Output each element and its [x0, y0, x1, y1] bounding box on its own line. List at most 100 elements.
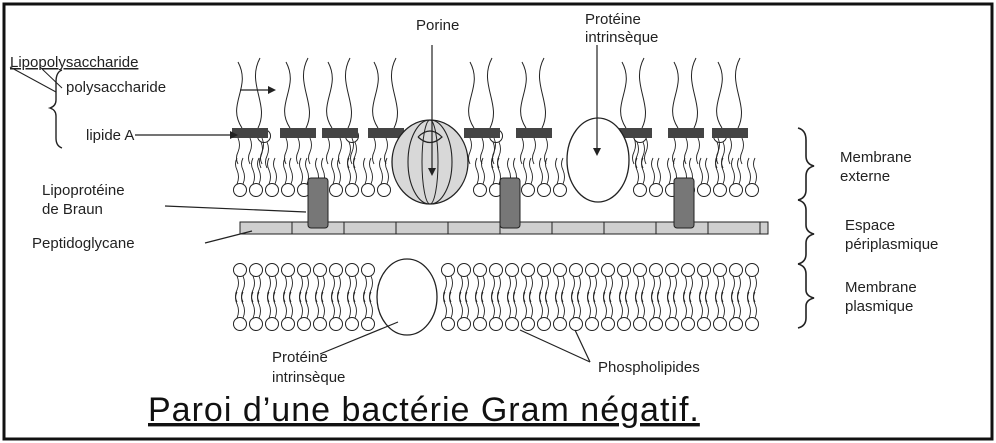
- phospholipid-tail: [636, 292, 639, 318]
- phospholipid-tail: [348, 292, 351, 318]
- phospholipid-head: [474, 184, 487, 197]
- phospholipid-tail: [658, 158, 661, 184]
- phospholipid-tail: [476, 158, 479, 184]
- phospholipid-head: [570, 318, 583, 331]
- polysaccharide-chain: [691, 58, 697, 128]
- phospholipid-head: [346, 184, 359, 197]
- phospholipid-tail: [364, 158, 367, 184]
- phospholipid-head: [314, 318, 327, 331]
- phospholipid-tail: [524, 292, 527, 318]
- phospholipid-head: [298, 264, 311, 277]
- label-lipopolysaccharide: Lipopolysaccharide: [10, 54, 138, 71]
- phospholipid-head: [282, 264, 295, 277]
- phospholipid-head: [730, 264, 743, 277]
- phospholipid-tail: [274, 292, 277, 318]
- phospholipid-tail: [492, 292, 495, 318]
- phospholipid-tail: [748, 292, 751, 318]
- phospholipid-tail: [370, 158, 373, 184]
- phospholipid-tail: [236, 292, 239, 318]
- phospholipid-head: [266, 184, 279, 197]
- phospholipid-tail: [258, 158, 261, 184]
- phospholipid-tail: [684, 292, 687, 318]
- porine-protein: [392, 120, 468, 204]
- phospholipid-head: [698, 264, 711, 277]
- phospholipid-tail: [524, 158, 527, 184]
- label-proteine-top-line2: intrinsèque: [585, 29, 658, 46]
- phospholipid-head: [538, 184, 551, 197]
- polysaccharide-chain: [521, 62, 527, 128]
- phospholipid-tail: [268, 158, 271, 184]
- label-phospholipides: Phospholipides: [598, 359, 700, 376]
- phospholipid-head: [458, 264, 471, 277]
- lipid-a-block: [712, 128, 748, 138]
- lipid-a-tail: [327, 138, 330, 164]
- brace-membrane-plasmique: [798, 264, 814, 328]
- lipoprotein-braun: [500, 178, 520, 228]
- phospholipid-tail: [604, 292, 607, 318]
- phospholipid-head: [602, 318, 615, 331]
- phospholipid-head: [250, 184, 263, 197]
- lipid-a-tail: [309, 138, 312, 164]
- lipid-a-tail: [729, 138, 732, 164]
- phospholipid-tail: [642, 292, 645, 318]
- lipid-a-tail: [521, 138, 524, 164]
- phospholipid-head: [666, 264, 679, 277]
- phospholipid-tail: [578, 292, 581, 318]
- phospholipid-head: [522, 264, 535, 277]
- phospholipid-head: [714, 184, 727, 197]
- phospholipid-head: [298, 318, 311, 331]
- label-lipoproteine-line2: de Braun: [42, 201, 103, 218]
- diagram-title: Paroi d’une bactérie Gram négatif.: [148, 391, 700, 429]
- lipid-a-block: [516, 128, 552, 138]
- phospholipid-head: [266, 264, 279, 277]
- phospholipid-tail: [562, 158, 565, 184]
- phospholipid-head: [554, 318, 567, 331]
- phospholipid-head: [474, 318, 487, 331]
- phospholipid-tail: [476, 292, 479, 318]
- phospholipid-head: [506, 318, 519, 331]
- phospholipid-tail: [652, 158, 655, 184]
- phospholipid-head: [570, 264, 583, 277]
- phospholipid-tail: [716, 292, 719, 318]
- polysaccharide-chain: [255, 58, 261, 128]
- phospholipid-tail: [754, 292, 757, 318]
- label-polysaccharide: polysaccharide: [66, 79, 166, 96]
- phospholipid-head: [282, 184, 295, 197]
- phospholipid-head: [698, 184, 711, 197]
- polysaccharide-chain: [285, 62, 291, 128]
- phospholipid-tail: [658, 292, 661, 318]
- phospholipid-tail: [482, 292, 485, 318]
- phospholipid-tail: [322, 292, 325, 318]
- phospholipid-tail: [700, 292, 703, 318]
- phospholipid-head: [682, 318, 695, 331]
- label-membrane-plasmique-line1: Membrane: [845, 279, 917, 296]
- phospholipid-head: [490, 264, 503, 277]
- peptidoglycane-pointer: [205, 231, 252, 243]
- polysaccharide-chain: [487, 58, 493, 128]
- label-membrane-externe-line2: externe: [840, 168, 890, 185]
- polysaccharide-chain: [345, 58, 351, 128]
- phospholipid-tail: [316, 292, 319, 318]
- phospholipid-tail: [620, 292, 623, 318]
- phospholipid-tail: [722, 142, 725, 168]
- brace-membrane-externe: [798, 128, 814, 200]
- phospholipid-head: [714, 318, 727, 331]
- phospholipid-tail: [290, 292, 293, 318]
- phospholipid-head: [330, 264, 343, 277]
- lipoprotein-braun: [308, 178, 328, 228]
- phospholipides-pointer-2: [575, 330, 590, 362]
- label-peptidoglycane: Peptidoglycane: [32, 235, 135, 252]
- phospholipid-tail: [242, 158, 245, 184]
- phospholipid-head: [650, 264, 663, 277]
- phospholipid-head: [634, 184, 647, 197]
- phospholipid-tail: [332, 292, 335, 318]
- phospholipid-head: [746, 264, 759, 277]
- phospholipid-head: [746, 184, 759, 197]
- phospholipid-tail: [546, 158, 549, 184]
- polysaccharide-chain: [327, 62, 333, 128]
- lipid-a-tail: [339, 138, 342, 164]
- phospholipid-tail: [642, 142, 645, 168]
- phospholipid-tail: [572, 292, 575, 318]
